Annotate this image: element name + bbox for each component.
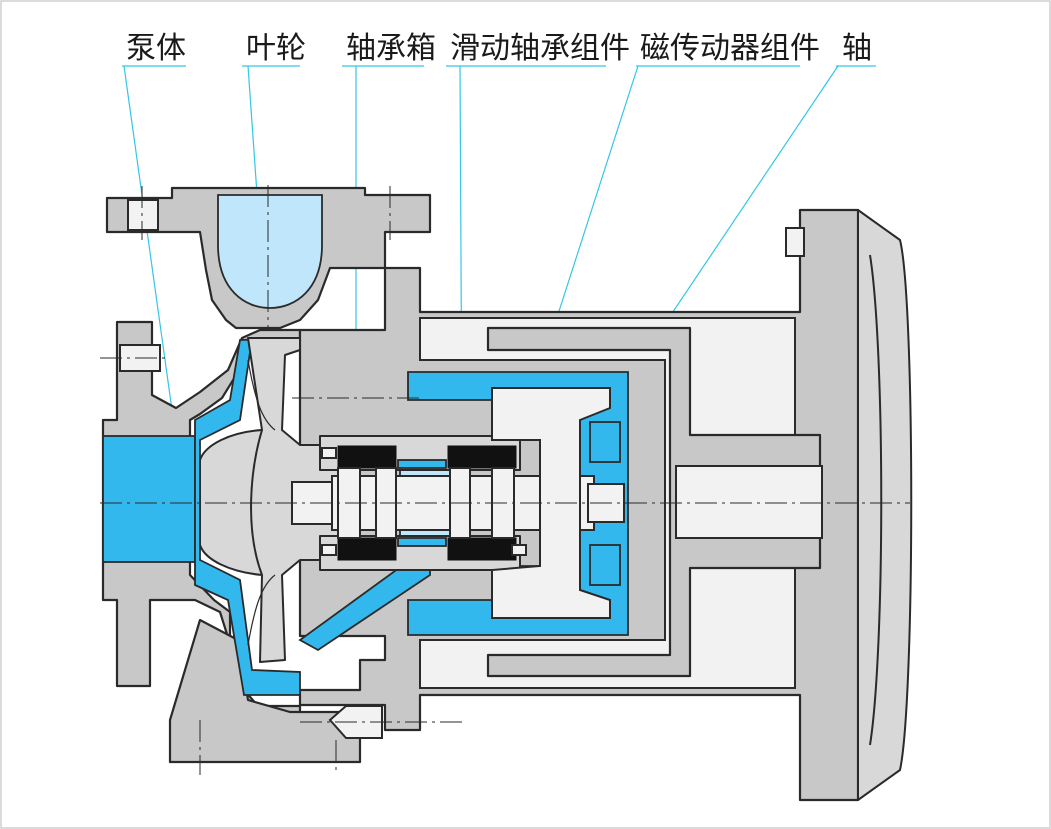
bearing-bush-upper-left (337, 445, 397, 469)
label-sliding-bearing-assembly: 滑动轴承组件 (450, 31, 630, 66)
label-magnetic-drive-assembly: 磁传动器组件 (640, 31, 820, 66)
bearing-bush-lower-left (337, 537, 397, 561)
center-lines (100, 185, 910, 775)
label-pump-body: 泵体 (126, 31, 186, 66)
bearing-bush-lower-right (447, 537, 517, 561)
label-shaft: 轴 (842, 31, 872, 66)
magnetic-drive-assembly (491, 387, 611, 619)
label-impeller: 叶轮 (246, 31, 306, 66)
labels: 泵体 叶轮 轴承箱 滑动轴承组件 磁传动器组件 轴 (126, 31, 872, 66)
label-bearing-box: 轴承箱 (346, 31, 436, 66)
leader-pump-body (123, 65, 173, 411)
bearing-bush-upper-right (447, 445, 517, 469)
